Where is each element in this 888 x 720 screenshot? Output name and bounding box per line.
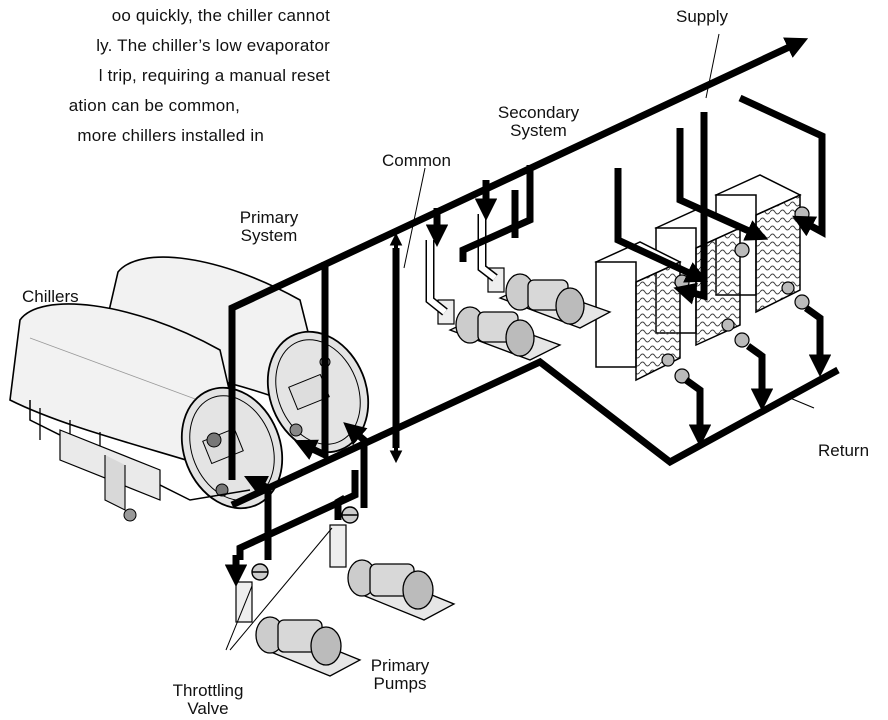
label-common: Common	[382, 152, 451, 170]
label-supply: Supply	[676, 8, 728, 26]
throttling-valve-1	[252, 564, 268, 580]
primary-pump-1	[236, 582, 360, 676]
supply-leader	[706, 34, 719, 98]
label-secondary-system: Secondary System	[491, 104, 586, 140]
primary-pump-2	[330, 525, 454, 620]
label-primary-system: Primary System	[228, 209, 310, 245]
return-leader	[790, 398, 814, 408]
throttling-valve-2	[342, 507, 358, 523]
label-throttling-valve: Throttling Valve	[156, 682, 260, 718]
label-chillers: Chillers	[22, 288, 79, 306]
secondary-pumps	[430, 214, 610, 360]
label-primary-pumps: Primary Pumps	[356, 657, 444, 693]
label-return: Return	[818, 442, 869, 460]
